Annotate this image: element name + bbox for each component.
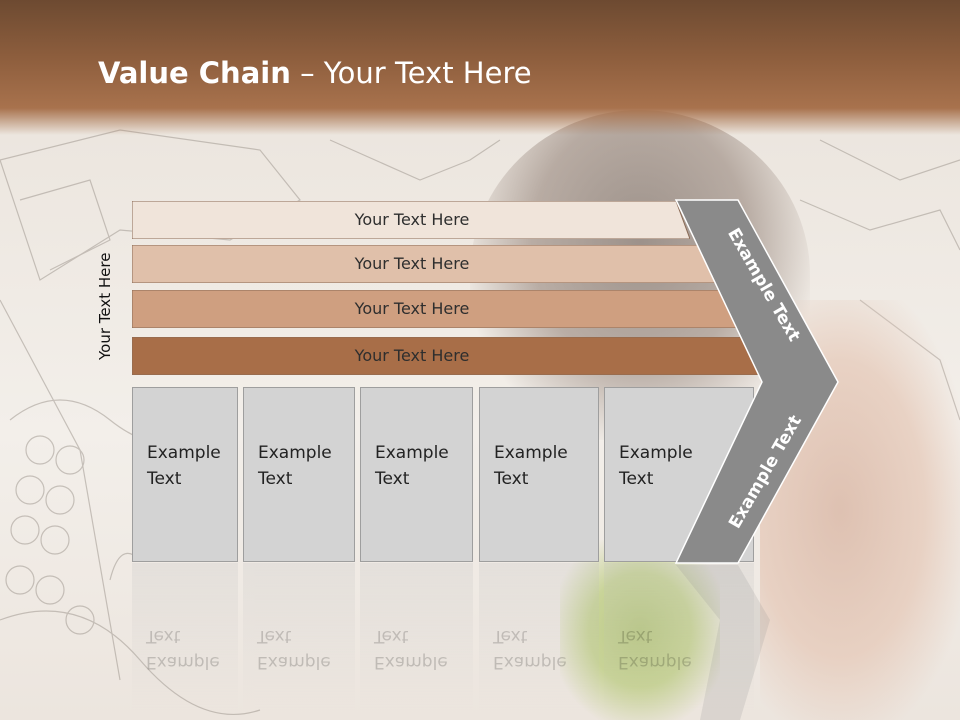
support-bar-label: Your Text Here xyxy=(354,210,470,229)
background-photo-top xyxy=(560,540,720,720)
primary-activity-label: Example Text xyxy=(147,443,221,489)
support-bar-label: Your Text Here xyxy=(354,346,470,365)
primary-activity-reflection: Example Text xyxy=(243,563,355,713)
chevron-shape xyxy=(674,199,839,564)
primary-activity-reflection: Example Text xyxy=(132,563,238,713)
primary-activity-label: Example Text xyxy=(375,443,449,489)
support-bar-4: Your Text Here xyxy=(132,337,762,375)
support-bar-3: Your Text Here xyxy=(132,290,738,328)
support-bar-label: Your Text Here xyxy=(354,254,470,273)
primary-activity-label: Example Text xyxy=(494,443,568,489)
title-bar xyxy=(0,0,960,135)
primary-activity-box-4: Example Text xyxy=(479,387,599,562)
slide-title: Value Chain – Your Text Here xyxy=(98,56,532,90)
support-bar-label: Your Text Here xyxy=(354,299,470,318)
primary-activity-reflection: Example Text xyxy=(360,563,473,713)
title-bold: Value Chain xyxy=(98,56,291,90)
primary-activity-reflection: Example Text xyxy=(604,563,754,713)
chevron-reflection xyxy=(676,565,770,720)
primary-activity-box-1: Example Text xyxy=(132,387,238,562)
support-bar-2: Your Text Here xyxy=(132,245,716,283)
primary-activity-box-2: Example Text xyxy=(243,387,355,562)
title-rest: – Your Text Here xyxy=(290,56,532,90)
support-bar-1: Your Text Here xyxy=(132,201,690,239)
primary-activity-reflection: Example Text xyxy=(479,563,599,713)
primary-activity-label: Example Text xyxy=(619,443,693,489)
primary-activity-label: Example Text xyxy=(258,443,332,489)
primary-activity-box-3: Example Text xyxy=(360,387,473,562)
